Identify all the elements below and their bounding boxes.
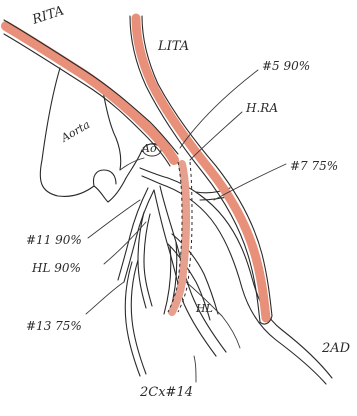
label-hra: H.RA <box>245 101 278 115</box>
lita-graft <box>130 16 272 324</box>
label-seg11: #11 90% <box>26 233 82 247</box>
label-hl-left: HL 90% <box>31 261 81 275</box>
label-aorta: Aorta <box>58 118 92 145</box>
native-coronaries <box>118 168 332 384</box>
label-seg7: #7 75% <box>290 159 338 173</box>
label-lita: LITA <box>157 39 189 54</box>
label-seg5: #5 90% <box>262 59 310 73</box>
aorta-outline <box>40 68 144 202</box>
label-lad: 2AD <box>321 341 351 356</box>
label-lcx: 2Cx#14 <box>139 385 193 400</box>
label-ao-mark: Ao <box>141 142 157 155</box>
label-hl-bottom: HL <box>195 302 213 315</box>
label-rita: RITA <box>30 4 66 29</box>
label-seg13: #13 75% <box>26 319 82 333</box>
